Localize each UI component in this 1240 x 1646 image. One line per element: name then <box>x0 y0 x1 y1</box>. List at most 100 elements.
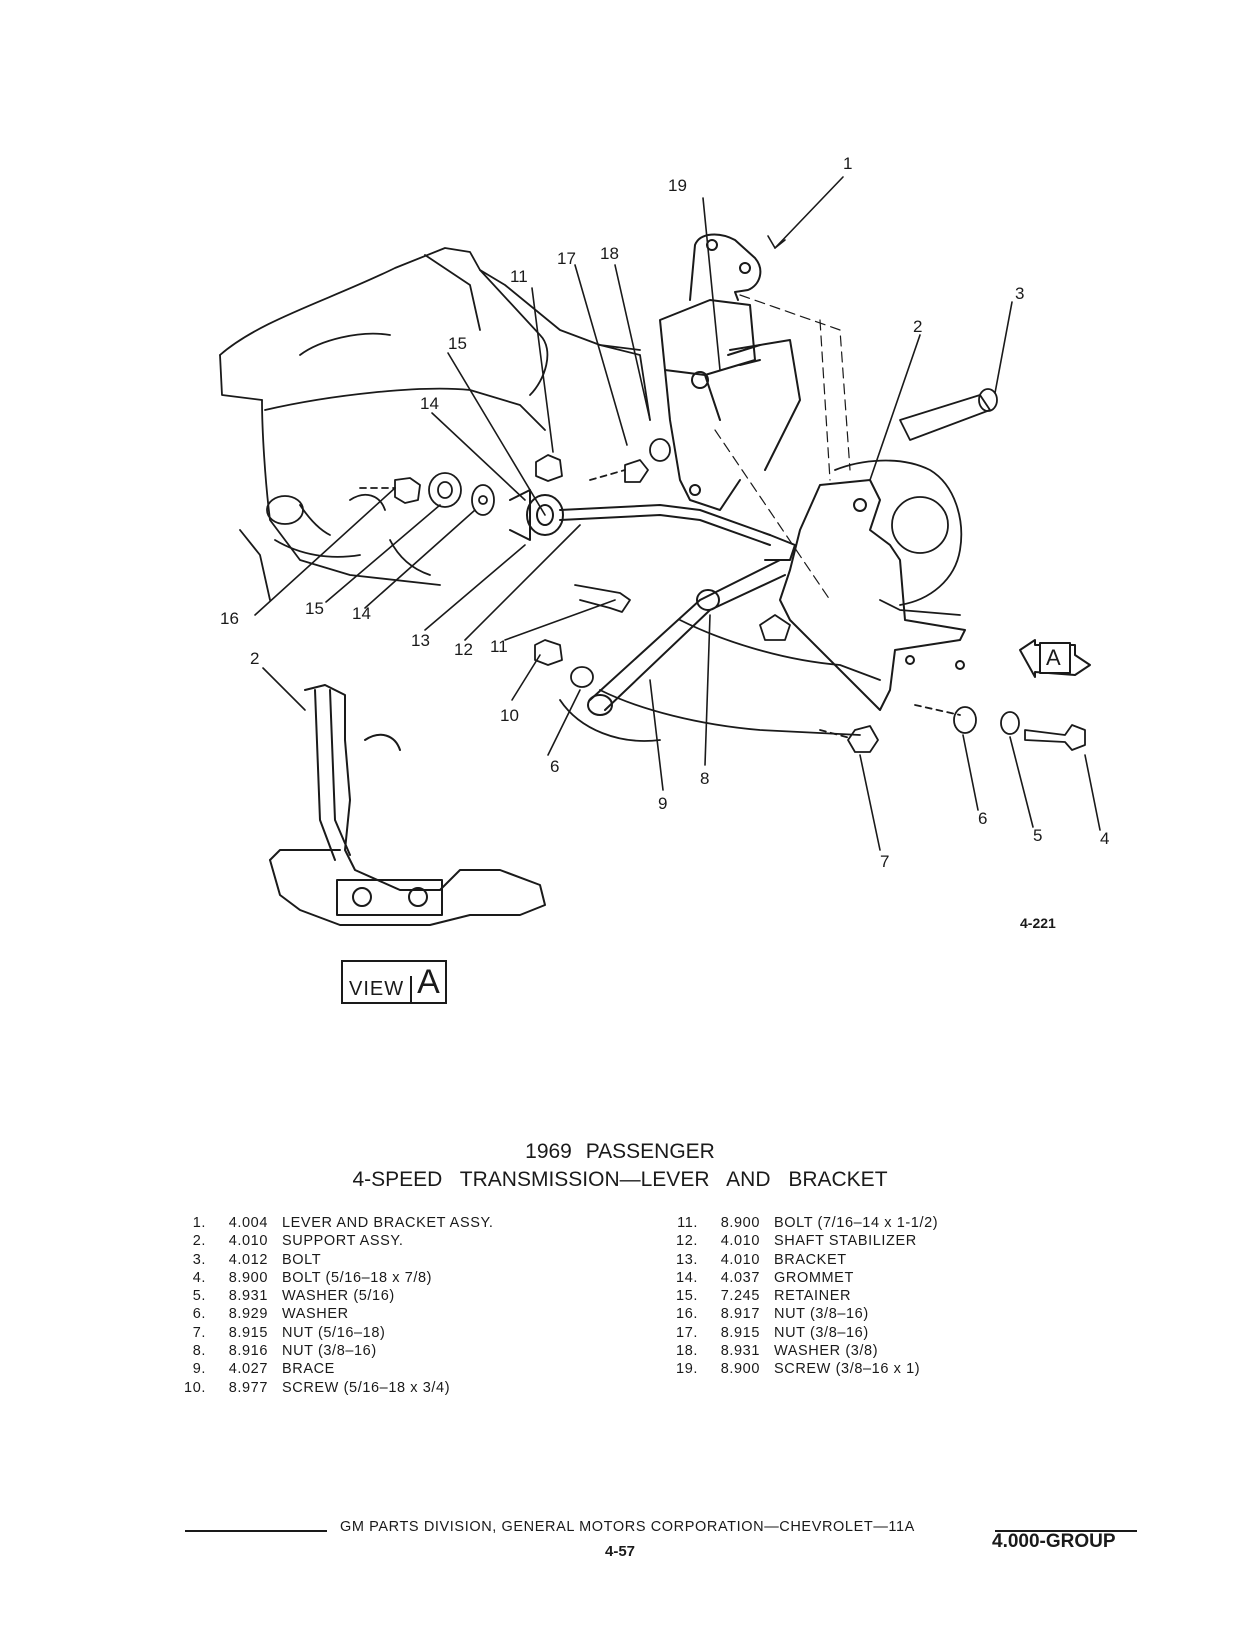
callout-11: 11 <box>510 267 528 286</box>
part-number: 17. <box>676 1324 698 1341</box>
part-row: 11. 8.900 BOLT (7/16–14 x 1-1/2) <box>670 1214 938 1232</box>
callout-2-view-a: 2 <box>250 649 260 668</box>
callout-8: 8 <box>700 769 710 788</box>
part-description: NUT (5/16–18) <box>282 1324 386 1341</box>
part-code: 8.915 <box>720 1324 760 1341</box>
part-number: 8. <box>192 1343 206 1360</box>
callout-9: 9 <box>658 794 668 813</box>
bell-housing <box>559 459 963 742</box>
part-description: NUT (3/8–16) <box>282 1343 377 1360</box>
callout-2: 2 <box>913 317 923 336</box>
part-number: 19. <box>676 1361 698 1378</box>
callout-13: 13 <box>411 631 430 650</box>
callout-18: 18 <box>600 244 619 263</box>
callout-12: 12 <box>454 640 473 659</box>
part-code: 4.010 <box>720 1251 760 1268</box>
part-row: 2. 4.010 SUPPORT ASSY. <box>178 1232 494 1250</box>
part-row: 10. 8.977 SCREW (5/16–18 x 3/4) <box>178 1379 494 1397</box>
part-code: 4.010 <box>720 1233 760 1250</box>
part-description: BOLT (5/16–18 x 7/8) <box>282 1269 433 1286</box>
part-description: BRACKET <box>774 1251 847 1268</box>
part-number: 15. <box>676 1288 698 1305</box>
part-description: SHAFT STABILIZER <box>774 1233 917 1250</box>
callout-16: 16 <box>220 609 239 628</box>
part-code: 4.037 <box>720 1269 760 1286</box>
footer-publisher: GM PARTS DIVISION, GENERAL MOTORS CORPOR… <box>340 1519 915 1535</box>
right-fasteners <box>759 388 1086 753</box>
view-word: VIEW <box>343 976 413 1002</box>
part-description: NUT (3/8–16) <box>774 1306 869 1323</box>
callout-3: 3 <box>1015 284 1025 303</box>
part-code: 4.012 <box>228 1251 268 1268</box>
part-number: 4. <box>192 1269 206 1286</box>
part-number: 16. <box>676 1306 698 1323</box>
support-bracket <box>779 479 966 711</box>
diagram-drawing <box>219 176 1101 926</box>
part-code: 8.900 <box>228 1269 268 1286</box>
footer-rule-right <box>995 1530 1137 1532</box>
view-a-inset <box>269 684 546 926</box>
part-code: 8.929 <box>228 1306 268 1323</box>
part-number: 18. <box>676 1343 698 1360</box>
part-description: RETAINER <box>774 1288 852 1305</box>
part-code: 8.900 <box>720 1215 760 1231</box>
callout-6-right: 6 <box>978 809 988 828</box>
part-description: BOLT <box>282 1251 322 1268</box>
callout-15: 15 <box>448 334 467 353</box>
page-number: 4-57 <box>604 1543 636 1560</box>
part-number: 10. <box>184 1379 206 1396</box>
part-description: SCREW (5/16–18 x 3/4) <box>282 1379 451 1396</box>
view-marker-letter: A <box>1046 645 1061 670</box>
part-code: 4.010 <box>228 1233 268 1250</box>
group-label: 4.000-GROUP <box>992 1531 1116 1552</box>
callout-19: 19 <box>668 176 687 195</box>
part-code: 8.900 <box>720 1361 760 1378</box>
callout-14: 14 <box>420 394 439 413</box>
title-line-2: 4-SPEED TRANSMISSION—LEVER AND BRACKET <box>352 1168 888 1191</box>
part-number: 11. <box>677 1215 698 1231</box>
part-code: 8.931 <box>720 1343 760 1360</box>
lever-bracket-assembly <box>659 233 801 511</box>
part-description: BOLT (7/16–14 x 1-1/2) <box>774 1215 939 1231</box>
part-code: 4.027 <box>228 1361 268 1378</box>
part-code: 8.915 <box>228 1324 268 1341</box>
footer-rule-left <box>185 1530 327 1532</box>
figure-code: 4-221 <box>1020 915 1056 931</box>
part-number: 2. <box>192 1233 206 1250</box>
part-code: 7.245 <box>720 1288 760 1305</box>
part-row: 4. 8.900 BOLT (5/16–18 x 7/8) <box>178 1269 494 1287</box>
callout-4: 4 <box>1100 829 1110 848</box>
exploded-view-diagram: 1 2 2 3 4 5 6 6 7 8 9 10 11 11 12 13 14 … <box>219 155 1110 1004</box>
callout-15-lower: 15 <box>305 599 324 618</box>
part-description: WASHER (3/8) <box>774 1343 879 1360</box>
part-description: SUPPORT ASSY. <box>282 1233 404 1250</box>
callout-14-lower: 14 <box>352 604 371 623</box>
part-number: 6. <box>192 1306 206 1323</box>
callout-6: 6 <box>550 757 560 776</box>
part-row: 7. 8.915 NUT (5/16–18) <box>178 1324 494 1342</box>
left-fasteners <box>359 438 671 688</box>
part-number: 13. <box>676 1251 698 1268</box>
view-letter: A <box>417 963 440 1001</box>
part-number: 12. <box>676 1233 698 1250</box>
part-code: 4.004 <box>228 1215 268 1231</box>
leader-lines <box>254 176 1101 851</box>
callout-17: 17 <box>557 249 576 268</box>
title-line-1: 1969 PASSENGER <box>525 1140 715 1163</box>
part-number: 7. <box>192 1324 206 1341</box>
part-description: WASHER (5/16) <box>282 1288 395 1305</box>
part-number: 9. <box>192 1361 206 1378</box>
part-row: 12. 4.010 SHAFT STABILIZER <box>670 1232 938 1250</box>
part-code: 8.977 <box>228 1379 268 1396</box>
part-row: 18. 8.931 WASHER (3/8) <box>670 1342 938 1360</box>
callout-11-lower: 11 <box>490 637 508 656</box>
part-description: WASHER <box>282 1306 349 1323</box>
